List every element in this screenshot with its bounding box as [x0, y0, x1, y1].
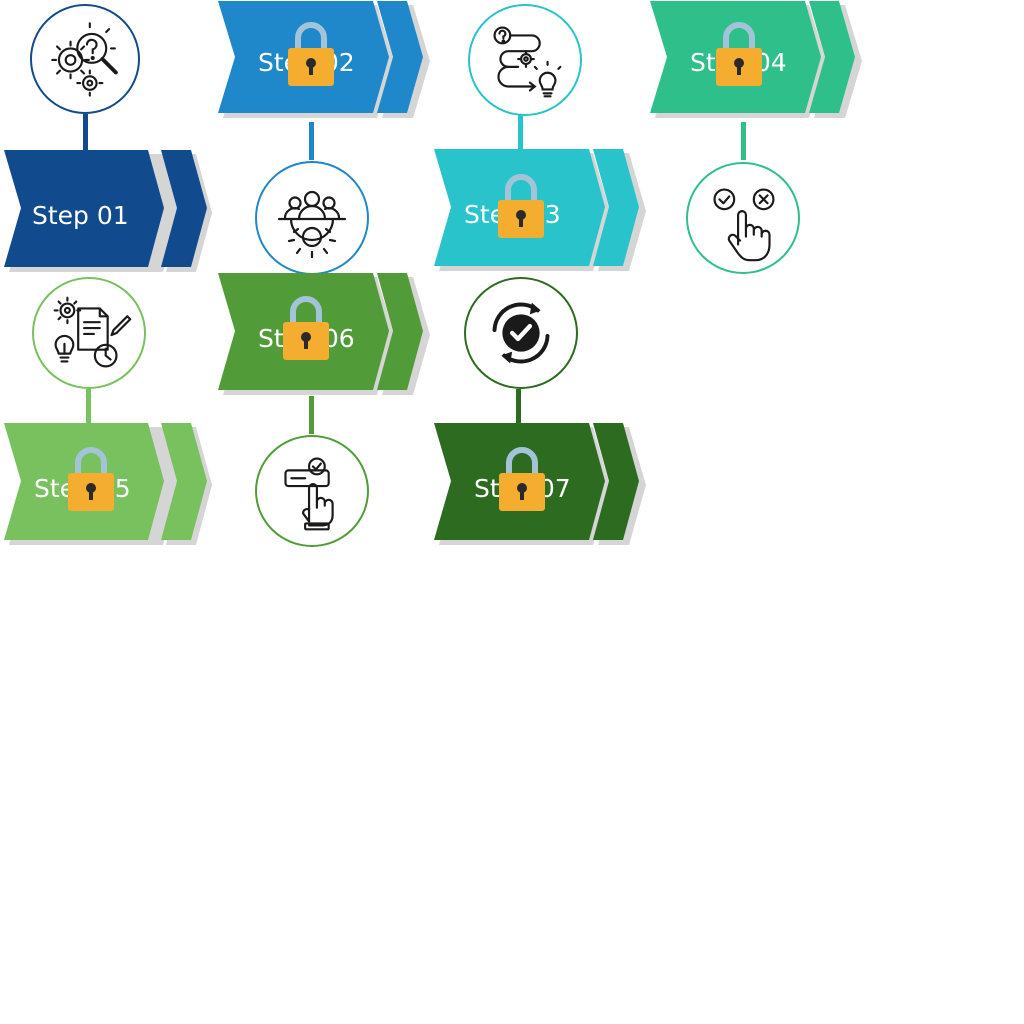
lock-icon [288, 22, 334, 86]
lock-icon [716, 22, 762, 86]
question-gear-idea-icon [493, 26, 562, 98]
hand-tap-check-icon [284, 457, 334, 531]
step-03-icon-circle [468, 4, 582, 116]
step-02-chevron[interactable]: Step 02 [214, 0, 434, 120]
step-07-connector [516, 389, 521, 425]
step-02-icon-circle [255, 161, 369, 275]
document-plan-icon [53, 296, 132, 368]
step-02-connector [309, 122, 314, 160]
lock-icon [498, 174, 544, 238]
choice-hand-icon [713, 188, 775, 262]
lock-icon [283, 296, 329, 360]
step-01-label: Step 01 [32, 201, 129, 230]
lock-icon [499, 447, 545, 511]
step-07-icon-circle [464, 277, 578, 389]
step-01-icon-circle [30, 4, 140, 114]
step-05-chevron[interactable]: Step 05 [0, 422, 215, 547]
team-gear-icon [277, 190, 347, 259]
step-06-connector [309, 396, 314, 434]
step-01-chevron[interactable]: Step 01 [0, 149, 215, 272]
step-03-connector [518, 114, 523, 150]
step-04-chevron[interactable]: Step 04 [646, 0, 866, 120]
gears-question-search-icon [51, 22, 118, 97]
lock-icon [68, 447, 114, 511]
step-07-chevron[interactable]: Step 07 [430, 422, 650, 547]
step-01-connector [83, 114, 88, 150]
step-05-connector [86, 389, 91, 424]
step-03-chevron[interactable]: Step 03 [430, 148, 650, 273]
step-01-arrow-shape [4, 150, 212, 272]
step-05-icon-circle [32, 277, 146, 389]
step-04-connector [741, 122, 746, 160]
refresh-check-icon [492, 302, 550, 364]
step-06-chevron[interactable]: Step 06 [214, 272, 434, 397]
step-04-icon-circle [686, 162, 800, 274]
step-06-icon-circle [255, 435, 369, 547]
